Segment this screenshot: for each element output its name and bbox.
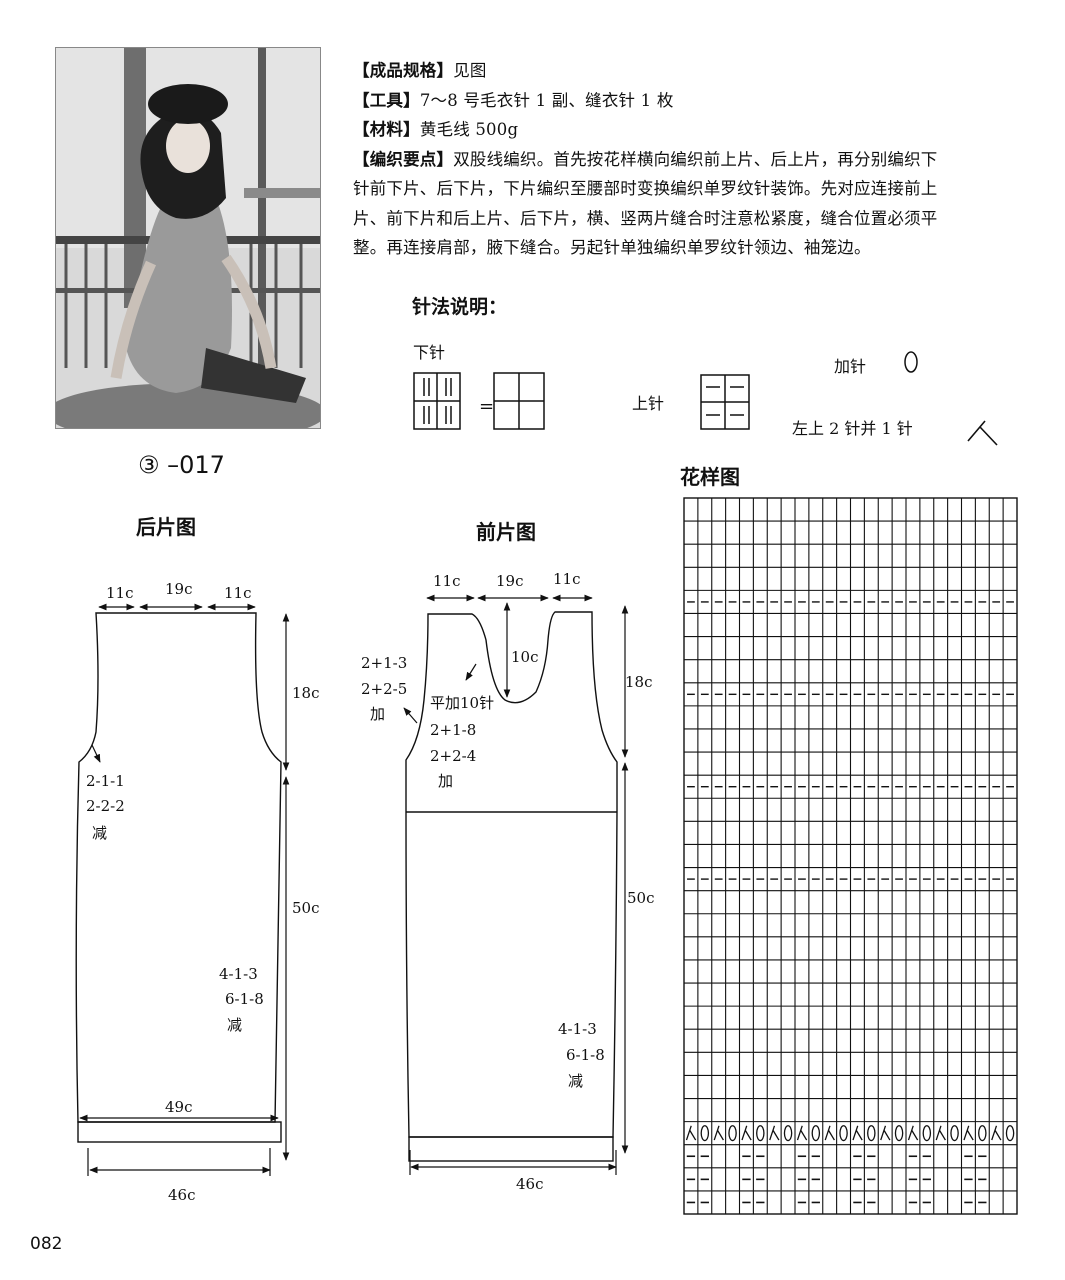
back-arm-dec-line: 2-1-1 (86, 772, 125, 790)
knit-symbol (413, 372, 461, 430)
yarn-over-mark (756, 1125, 765, 1142)
yarn-over-mark (894, 1125, 904, 1142)
back-body-height: 50c (292, 899, 320, 917)
model-photo (55, 47, 321, 429)
back-width-dim: 49c (165, 1098, 193, 1116)
front-top-left-dim: 11c (433, 572, 461, 590)
k2tog-mark (769, 1125, 780, 1141)
front-neck-depth: 10c (511, 648, 539, 666)
back-arm-dec-line: 2-2-2 (86, 797, 125, 815)
yarn-over-mark (978, 1125, 987, 1142)
front-side-dec-line: 4-1-3 (558, 1020, 597, 1038)
front-body-height: 50c (627, 889, 655, 907)
front-hem-dim: 46c (516, 1175, 544, 1193)
front-top-right-dim: 11c (553, 570, 581, 588)
back-side-dec-line: 减 (227, 1016, 242, 1034)
front-piece-title: 前片图 (476, 520, 536, 544)
legend-equals: = (479, 396, 495, 417)
legend-knit-label: 下针 (413, 343, 446, 362)
back-piece-title: 后片图 (136, 515, 196, 539)
front-mid-inc-line: 2+2-4 (430, 747, 476, 765)
front-mid-inc-line: 平加10针 (430, 694, 494, 712)
front-mid-inc-line: 加 (438, 772, 453, 790)
material-value: 黄毛线 500g (419, 120, 519, 139)
front-left-inc-line: 加 (370, 705, 385, 723)
k2tog-mark (907, 1125, 919, 1141)
back-top-left-dim: 11c (106, 584, 134, 602)
front-left-inc-line: 2+1-3 (361, 654, 407, 672)
k2tog-mark (880, 1125, 891, 1141)
photo-illustration (56, 48, 320, 428)
legend-k2tog-label: 左上 2 针并 1 针 (792, 419, 913, 438)
yarn-over-mark (867, 1125, 876, 1142)
legend-purl-label: 上针 (632, 394, 665, 413)
k2tog-mark (796, 1125, 808, 1141)
k2tog-mark (713, 1125, 724, 1141)
tools-label: 【工具】 (353, 90, 420, 110)
front-armhole-height: 18c (625, 673, 653, 691)
k2tog-mark (741, 1125, 752, 1141)
yarn-over-mark (811, 1125, 821, 1142)
legend-title: 针法说明： (412, 296, 508, 318)
back-arm-dec-line: 减 (92, 824, 107, 842)
back-piece-outline (75, 612, 282, 1143)
k2tog-mark (824, 1125, 835, 1141)
material-label: 【材料】 (353, 120, 420, 139)
k2tog-mark (685, 1125, 697, 1141)
front-side-dec-line: 减 (568, 1072, 583, 1090)
back-side-dec-line: 6-1-8 (225, 990, 264, 1008)
back-armhole-height: 18c (292, 684, 320, 702)
yarn-over-mark (728, 1125, 737, 1142)
back-top-right-dim: 11c (224, 584, 252, 602)
tools-value: 7～8 号毛衣针 1 副、缝衣针 1 枚 (419, 90, 674, 110)
yarn-over-mark (950, 1125, 959, 1142)
back-dimensions (79, 603, 290, 1176)
notes-line: 双股线编织。首先按花样横向编织前上片、后上片，再分别编织下 (453, 149, 938, 169)
front-top-mid-dim: 19c (496, 572, 524, 590)
purl-symbol (700, 374, 750, 430)
back-side-dec-line: 4-1-3 (219, 965, 258, 983)
yarn-over-mark (700, 1125, 710, 1142)
k2tog-mark (963, 1125, 974, 1141)
back-top-mid-dim: 19c (165, 580, 193, 598)
model-id: ③ –017 (138, 451, 225, 479)
spec-block: 【成品规格】见图 【工具】7～8 号毛衣针 1 副、缝衣针 1 枚 【材料】黄毛… (353, 56, 1058, 263)
chart-title: 花样图 (680, 465, 740, 489)
front-side-dec-line: 6-1-8 (566, 1046, 605, 1064)
yarn-over-mark (1005, 1125, 1015, 1142)
legend-yarn-over-label: 加针 (834, 357, 867, 376)
front-dimensions (403, 594, 629, 1175)
k2tog-icon (967, 420, 998, 446)
page-number: 082 (30, 1234, 63, 1254)
back-hem-dim: 46c (168, 1186, 196, 1204)
yarn-over-icon (904, 351, 918, 373)
yarn-over-mark (783, 1125, 793, 1142)
k2tog-mark (991, 1125, 1002, 1141)
size-value: 见图 (453, 61, 487, 80)
yarn-over-mark (839, 1125, 848, 1142)
notes-line: 片、前下片和后上片、后下片，横、竖两片缝合时注意松紧度，缝合位置必须平 (353, 208, 938, 228)
front-piece-outline (405, 611, 618, 1162)
front-mid-inc-line: 2+1-8 (430, 721, 476, 739)
yarn-over-mark (922, 1125, 932, 1142)
k2tog-mark (852, 1125, 863, 1141)
size-label: 【成品规格】 (353, 61, 454, 80)
notes-line: 整。再连接肩部，腋下缝合。另起针单独编织单罗纹针领边、袖笼边。 (353, 238, 871, 257)
notes-line: 针前下片、后下片，下片编织至腰部时变换编织单罗纹针装饰。先对应连接前上 (353, 179, 938, 198)
k2tog-mark (935, 1125, 946, 1141)
notes-label: 【编织要点】 (353, 149, 454, 169)
knit-blank-grid (493, 372, 545, 430)
front-left-inc-line: 2+2-5 (361, 680, 407, 698)
